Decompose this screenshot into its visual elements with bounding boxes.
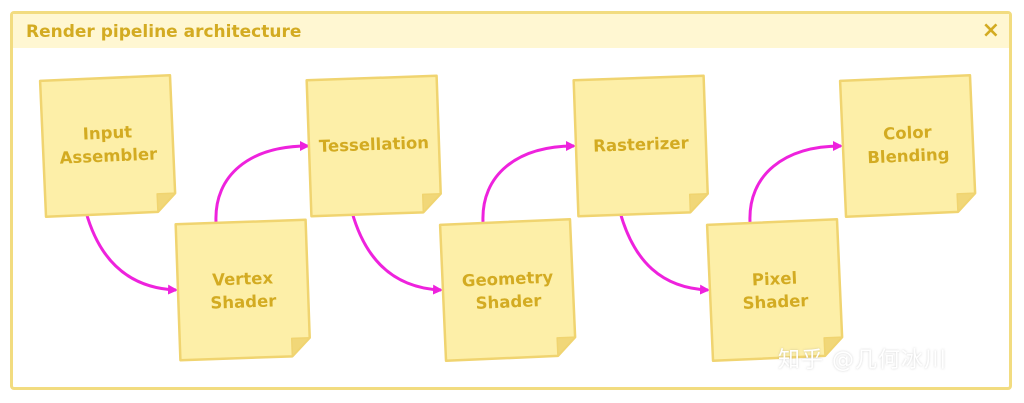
note-fold-corner (290, 336, 311, 358)
arrow-pixel-to-color (748, 141, 843, 223)
arrows-layer (84, 141, 843, 295)
note-fold-corner (823, 336, 843, 357)
note-body (705, 217, 844, 363)
stage-label-line: Shader (475, 291, 543, 313)
note-fold-corner (956, 192, 976, 213)
arrow-geometry-to-rasterizer (481, 141, 576, 223)
stage-label-line: Color (883, 122, 933, 143)
note-fold-corner (421, 192, 442, 214)
stage-label-line: Vertex (212, 268, 274, 289)
note-fold-corner (156, 192, 176, 213)
arrow-vertex-to-tessellation (214, 141, 310, 223)
stage-label-line: Pixel (752, 269, 798, 290)
stage-label-line: Blending (867, 145, 950, 168)
window-title: Render pipeline architecture (26, 22, 302, 42)
arrow-input-to-vertex (84, 211, 178, 295)
stage-note-tessellation: Tessellation (305, 74, 442, 218)
arrow-tessellation-to-geometry (350, 211, 443, 295)
stage-label-line: Input (82, 122, 132, 143)
note-fold-corner (688, 192, 709, 214)
stage-note-rasterizer: Rasterizer (572, 74, 709, 218)
stage-label-line: Shader (742, 291, 810, 313)
arrow-rasterizer-to-pixel (618, 211, 710, 295)
stage-label-line: Geometry (462, 268, 554, 291)
note-body (174, 218, 311, 362)
title-bar: Render pipeline architecture × (13, 14, 1009, 48)
stage-label-line: Tessellation (319, 133, 430, 156)
stage-label-line: Shader (210, 291, 277, 312)
notes-layer: InputAssemblerVertexShaderTessellationGe… (38, 73, 977, 363)
stage-label-line: Assembler (59, 144, 158, 167)
watermark-text: 知乎 @几何冰川 (778, 348, 947, 373)
note-body (438, 217, 577, 363)
close-icon[interactable]: × (981, 18, 1000, 43)
stage-label-line: Rasterizer (593, 133, 690, 155)
note-fold-corner (556, 336, 576, 357)
